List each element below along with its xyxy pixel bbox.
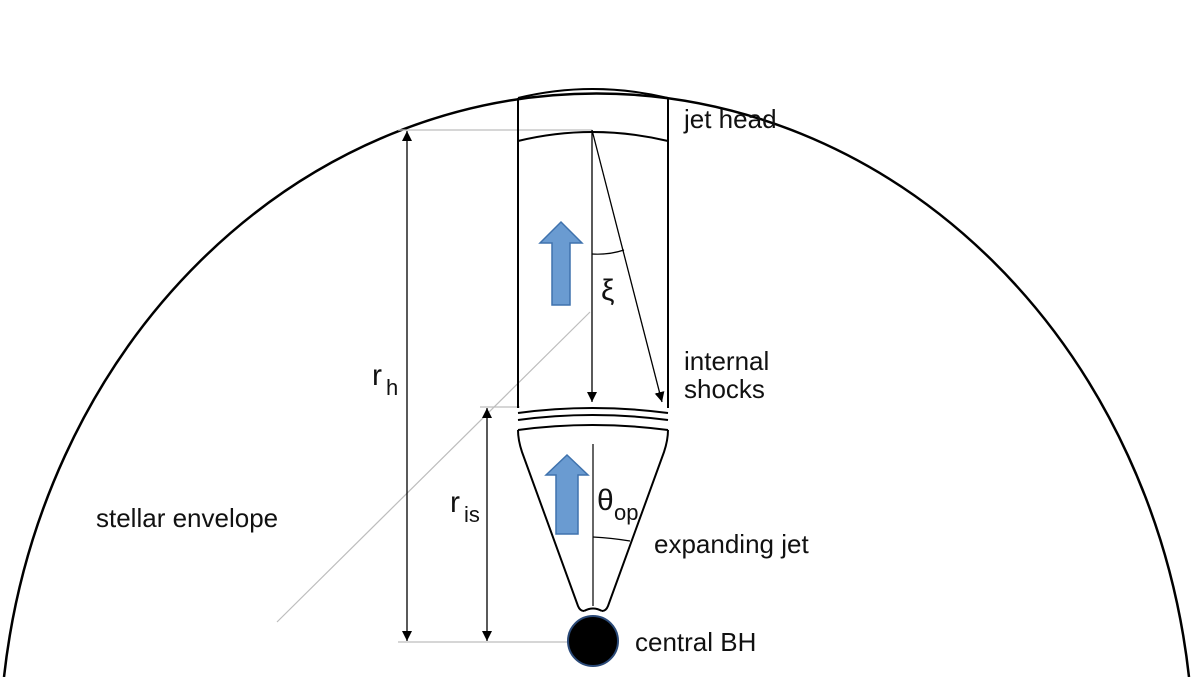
internal-shocks-band	[517, 407, 669, 431]
xi-angle-arc	[591, 249, 625, 255]
jet-cylinder	[517, 88, 669, 408]
theta-subscript: op	[614, 500, 638, 525]
ris-subscript: is	[464, 502, 480, 527]
jet-head-label: jet head	[683, 104, 777, 134]
internal-shocks-label-line1: internal	[684, 346, 769, 376]
theta-symbol: θ	[597, 484, 614, 517]
central-bh-label: central BH	[635, 627, 756, 657]
ris-symbol: r	[450, 486, 460, 519]
expanding-jet-cone	[517, 429, 669, 612]
expanding-jet-label: expanding jet	[654, 529, 809, 559]
central-bh	[567, 615, 619, 667]
leader-stellar-envelope	[276, 311, 591, 623]
stellar-envelope-label: stellar envelope	[96, 503, 278, 533]
oblique-shock-arrow	[591, 129, 665, 403]
flow-arrow-lower	[544, 453, 590, 535]
flow-arrow-upper	[538, 220, 584, 306]
internal-shocks-label-line2: shocks	[684, 374, 765, 404]
xi-symbol: ξ	[601, 274, 614, 307]
theta-op-arc	[592, 536, 631, 542]
rh-symbol: r	[372, 359, 382, 392]
stellar-envelope-outline	[2, 92, 1191, 677]
rh-subscript: h	[386, 375, 398, 400]
